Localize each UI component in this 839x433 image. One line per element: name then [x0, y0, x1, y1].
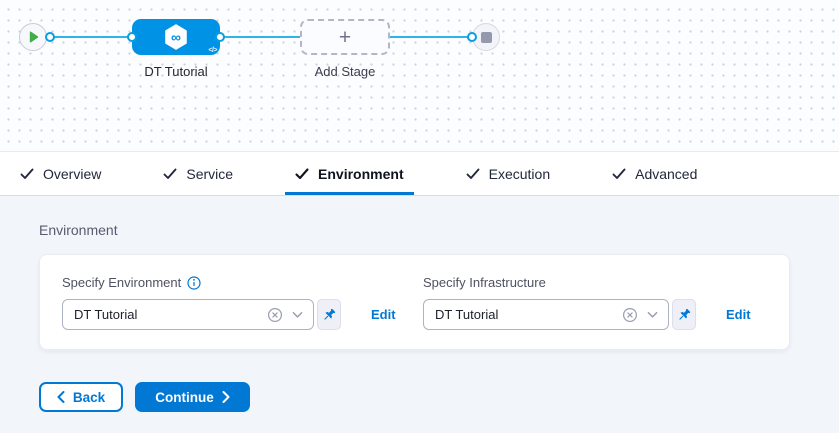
chevron-down-icon[interactable] [292, 311, 303, 319]
infrastructure-control-row: DT Tutorial [423, 299, 751, 330]
tab-label: Overview [43, 165, 102, 182]
fixed-value-pin-button[interactable] [672, 299, 696, 330]
tab-execution[interactable]: Execution [456, 152, 560, 195]
environment-tab-panel: Environment Specify Environment DT Tutor… [0, 196, 839, 433]
infrastructure-field-group: Specify Infrastructure DT Tutorial [423, 275, 751, 330]
environment-field-group: Specify Environment DT Tutorial [62, 275, 396, 330]
info-icon[interactable] [187, 275, 201, 290]
tab-label: Service [186, 165, 234, 182]
pushpin-icon [679, 308, 691, 320]
code-icon: </> [208, 47, 217, 54]
stop-icon [480, 31, 492, 43]
edit-environment-link[interactable]: Edit [371, 307, 396, 322]
check-icon [466, 168, 480, 179]
infinity-glyph: ∞ [171, 29, 181, 45]
stage-node-label: DT Tutorial [144, 64, 208, 79]
check-icon [163, 168, 177, 179]
pipeline-start-node[interactable] [19, 23, 47, 51]
clear-icon[interactable] [267, 307, 283, 323]
check-icon [295, 167, 309, 179]
tab-advanced[interactable]: Advanced [602, 152, 707, 195]
chevron-left-icon [57, 391, 65, 403]
check-icon [612, 168, 626, 179]
connector-port[interactable] [467, 32, 477, 42]
environment-card: Specify Environment DT Tutorial [39, 254, 790, 350]
infrastructure-select-value: DT Tutorial [435, 307, 499, 322]
environment-select[interactable]: DT Tutorial [62, 299, 314, 330]
edit-infrastructure-link[interactable]: Edit [726, 307, 751, 322]
tab-environment[interactable]: Environment [285, 152, 414, 195]
field-label-row: Specify Environment [62, 275, 396, 290]
field-label: Specify Environment [62, 275, 182, 290]
harness-cd-hexagon-icon: ∞ [165, 24, 187, 50]
field-label: Specify Infrastructure [423, 275, 546, 290]
play-icon [29, 31, 39, 43]
chevron-down-icon[interactable] [647, 311, 658, 319]
environment-control-row: DT Tutorial [62, 299, 396, 330]
fixed-value-pin-button[interactable] [317, 299, 341, 330]
infrastructure-select[interactable]: DT Tutorial [423, 299, 669, 330]
connector-port[interactable] [127, 32, 137, 42]
tab-label: Execution [488, 165, 551, 182]
chevron-right-icon [222, 391, 230, 403]
connector-port[interactable] [45, 32, 55, 42]
section-title: Environment [39, 222, 118, 238]
stage-tabs: Overview Service Environment Execution A… [0, 152, 839, 196]
wizard-footer: Back Continue [39, 382, 250, 412]
pipeline-canvas[interactable]: ∞ </> DT Tutorial + Add Stage [0, 0, 839, 152]
add-stage-button[interactable]: + [300, 19, 390, 55]
tab-overview[interactable]: Overview [10, 152, 111, 195]
plus-icon: + [338, 25, 352, 49]
tab-label: Advanced [635, 165, 698, 182]
field-label-row: Specify Infrastructure [423, 275, 751, 290]
tab-service[interactable]: Service [153, 152, 243, 195]
back-button[interactable]: Back [39, 382, 123, 412]
pushpin-icon [324, 308, 336, 320]
environment-select-value: DT Tutorial [74, 307, 138, 322]
continue-button-label: Continue [155, 389, 214, 405]
continue-button[interactable]: Continue [135, 382, 250, 412]
connector-port[interactable] [215, 32, 225, 42]
pipeline-connector-line [50, 36, 472, 38]
tab-label: Environment [318, 165, 404, 182]
clear-icon[interactable] [622, 307, 638, 323]
stage-node-dt-tutorial[interactable]: ∞ </> [132, 19, 220, 55]
check-icon [20, 168, 34, 179]
add-stage-label: Add Stage [314, 64, 376, 79]
back-button-label: Back [72, 389, 106, 405]
